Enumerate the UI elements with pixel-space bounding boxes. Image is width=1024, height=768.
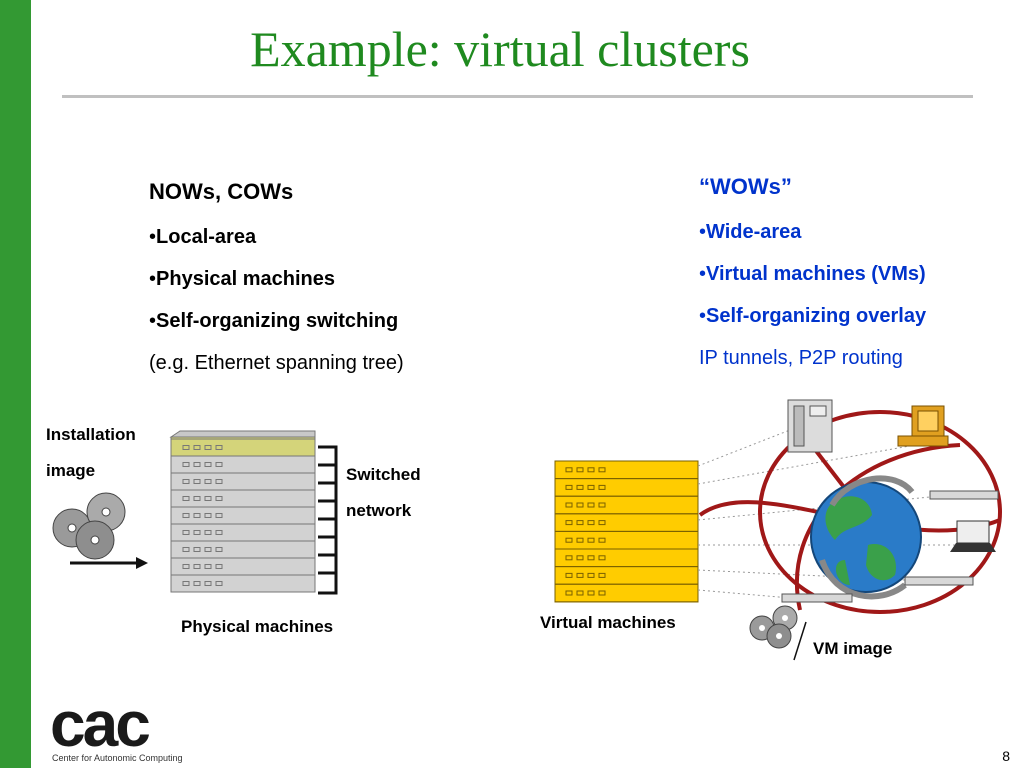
cac-logo: cac: [50, 688, 190, 760]
vm-image-cds: [749, 605, 798, 649]
laptop-icon: [950, 520, 996, 552]
physical-rack: [169, 430, 316, 593]
cac-logo-graphic: cac: [50, 688, 152, 760]
right-column: “WOWs” •Wide-area •Virtual machines (VMs…: [699, 165, 926, 379]
left-column: NOWs, COWs •Local-area •Physical machine…: [149, 170, 404, 384]
right-note: IP tunnels, P2P routing: [699, 347, 903, 369]
page-number: 8: [1002, 748, 1010, 764]
globe-icon: [810, 475, 922, 600]
network-switch-icons: [781, 490, 999, 603]
switched-network-label-2: network: [346, 501, 412, 520]
installation-image-label-2: image: [46, 461, 96, 480]
vm-dotted-links: [697, 429, 955, 599]
right-heading: “WOWs”: [699, 174, 792, 199]
left-bullet-3: •Self-organizing switching: [149, 310, 399, 332]
slide-title: Example: virtual clusters: [250, 21, 750, 77]
svg-text:cac: cac: [50, 700, 149, 755]
virtual-rack: [554, 460, 699, 603]
install-arrow: [70, 557, 148, 569]
left-bullet-2: •Physical machines: [149, 268, 335, 290]
green-side-bar: [0, 0, 31, 768]
vm-image-pointer: [793, 621, 807, 661]
left-heading: NOWs, COWs: [149, 179, 294, 204]
virtual-machines-label: Virtual machines: [540, 613, 676, 632]
installation-image-label-1: Installation: [46, 425, 136, 444]
right-bullet-1: •Wide-area: [699, 221, 802, 243]
right-bullet-3: •Self-organizing overlay: [699, 305, 927, 327]
switched-network-label-1: Switched: [346, 465, 421, 484]
title-divider: [62, 95, 973, 98]
server-tower-icon: [787, 399, 833, 453]
physical-machines-label: Physical machines: [181, 617, 334, 636]
right-bullet-2: •Virtual machines (VMs): [699, 263, 926, 285]
left-note: (e.g. Ethernet spanning tree): [149, 352, 404, 374]
cac-logo-subtext: Center for Autonomic Computing: [52, 753, 183, 763]
vm-image-label: VM image: [813, 639, 893, 658]
left-bullet-1: •Local-area: [149, 226, 257, 248]
desktop-computer-icon: [897, 405, 949, 447]
switch-bracket: [318, 445, 338, 595]
installation-cds: [52, 492, 126, 560]
